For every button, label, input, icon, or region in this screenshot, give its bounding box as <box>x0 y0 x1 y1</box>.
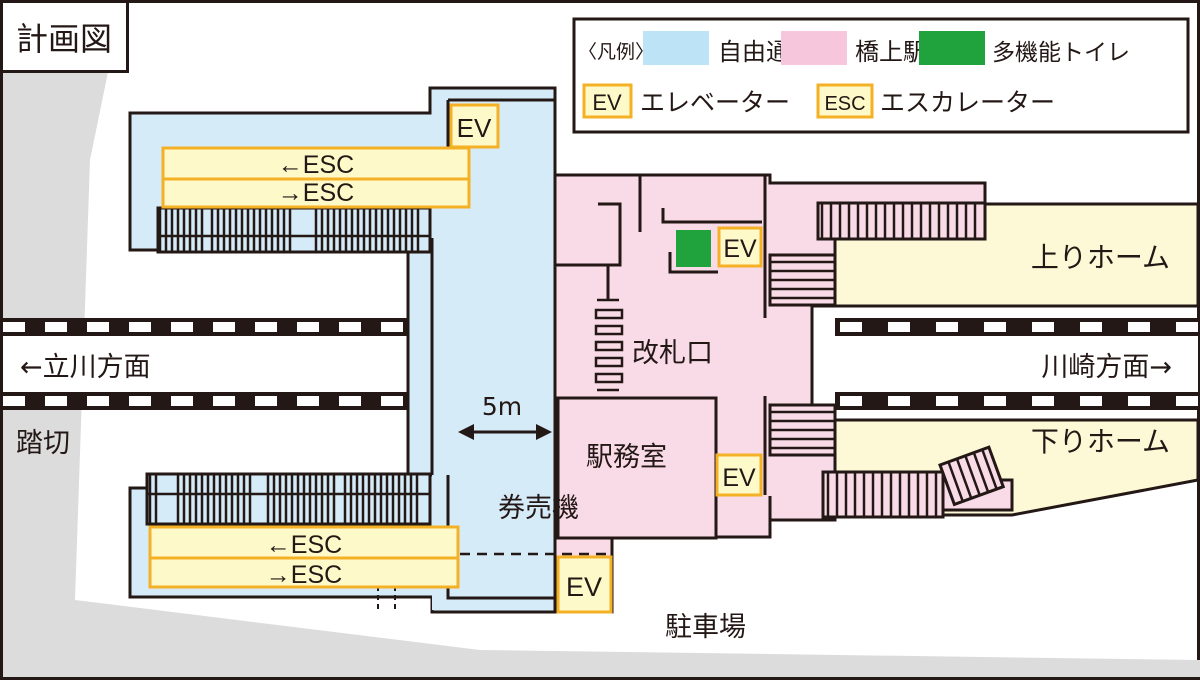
scale-label: 5m <box>482 392 522 421</box>
station-office-label: 駅務室 <box>586 442 667 473</box>
track-tie <box>129 322 151 332</box>
track-tie <box>1176 322 1198 332</box>
railway-track-left <box>3 318 430 410</box>
escalator-label: ←ESC <box>266 531 342 559</box>
direction-kawasaki-label: 川崎方面→ <box>1041 352 1172 383</box>
up-platform-label: 上りホーム <box>1031 241 1170 274</box>
track-tie <box>984 322 1006 332</box>
svg-text:EV: EV <box>723 235 757 263</box>
track-tie <box>936 396 958 406</box>
scale-bar: 5m <box>458 392 552 440</box>
track-tie <box>87 396 109 406</box>
stair-down-angled <box>938 445 1006 507</box>
ticket-gate-label: 改札口 <box>632 338 713 369</box>
track-tie <box>297 322 319 332</box>
track-tie <box>87 322 109 332</box>
stair-south <box>145 472 432 526</box>
legend-swatch-free-passage <box>643 31 709 65</box>
legend-swatch-accessible-toilet <box>919 31 985 65</box>
road-area-upper <box>3 72 108 305</box>
track-tie <box>381 322 403 332</box>
elevator-4: EV <box>556 555 613 614</box>
track-tie <box>45 322 67 332</box>
track-tie <box>213 322 235 332</box>
legend-label: エスカレーター <box>880 88 1055 117</box>
legend-heading: 〈凡例〉 <box>578 41 654 63</box>
track-tie <box>255 396 277 406</box>
escalator-south: ←ESC →ESC <box>148 525 460 589</box>
stair-step <box>947 461 964 502</box>
escalator-north: ←ESC →ESC <box>161 146 471 209</box>
svg-text:EV: EV <box>566 572 602 602</box>
track-tie <box>1128 396 1150 406</box>
track-tie <box>840 396 862 406</box>
elevator-1: EV <box>449 103 500 149</box>
svg-text:ESC: ESC <box>824 93 865 115</box>
ticket-gate <box>594 324 624 336</box>
track-tie <box>381 396 403 406</box>
legend-label: エレベーター <box>640 88 790 117</box>
page-title: 計画図 <box>16 20 112 58</box>
elevator-2: EV <box>717 226 763 268</box>
track-tie <box>840 322 862 332</box>
stair-up-platform <box>816 201 987 241</box>
ticket-gate <box>594 340 624 352</box>
track-tie <box>984 396 1006 406</box>
svg-text:EV: EV <box>722 464 756 492</box>
railway-track-right <box>835 318 1198 410</box>
legend-label: 多機能トイレ <box>992 40 1130 66</box>
track-tie <box>1080 396 1102 406</box>
track-tie <box>3 396 25 406</box>
elevator-3: EV <box>715 453 763 497</box>
track-tie <box>129 396 151 406</box>
parking-label: 駐車場 <box>665 612 746 643</box>
track-tie <box>171 322 193 332</box>
track-tie <box>1176 396 1198 406</box>
track-tie <box>213 396 235 406</box>
track-tie <box>1128 322 1150 332</box>
stair-north <box>156 206 432 254</box>
svg-text:EV: EV <box>592 90 622 115</box>
track-tie <box>1032 322 1054 332</box>
track-tie <box>1080 322 1102 332</box>
stairs <box>145 201 1006 526</box>
title-box: 計画図 <box>0 0 129 73</box>
track-tie <box>888 322 910 332</box>
track-tie <box>339 322 361 332</box>
track-tie <box>297 396 319 406</box>
track-tie <box>45 396 67 406</box>
station-office-room <box>556 396 718 540</box>
track-tie <box>171 396 193 406</box>
legend-esc-symbol <box>816 83 874 119</box>
accessible-toilet <box>676 230 711 267</box>
svg-text:EV: EV <box>457 113 492 143</box>
down-platform-label: 下りホーム <box>1031 425 1170 458</box>
stair-step <box>972 452 990 493</box>
legend: 〈凡例〉 自由通路 橋上駅舎 多機能トイレ EV エレベーター ESC エスカレ… <box>572 17 1190 134</box>
ticket-machine-label: 券売機 <box>498 493 579 524</box>
stair-step <box>964 455 981 496</box>
ticket-gate <box>594 308 624 320</box>
escalator-label: →ESC <box>266 561 342 589</box>
track-tie <box>936 322 958 332</box>
road-area <box>3 72 1200 677</box>
track-tie <box>3 322 25 332</box>
railroad-crossing-label: 踏切 <box>16 428 70 459</box>
escalator-label: ←ESC <box>278 151 354 179</box>
escalator-label: →ESC <box>278 179 354 207</box>
stair-step <box>981 449 998 490</box>
direction-tachikawa-label: ←立川方面 <box>20 352 151 383</box>
ticket-gate <box>594 356 624 368</box>
stair-step <box>955 458 973 499</box>
track-tie <box>1032 396 1054 406</box>
legend-swatch-bridge-station <box>781 31 847 65</box>
track-tie <box>888 396 910 406</box>
ticket-gate <box>594 372 624 384</box>
track-tie <box>339 396 361 406</box>
legend-ev-symbol <box>582 83 633 119</box>
track-tie <box>255 322 277 332</box>
